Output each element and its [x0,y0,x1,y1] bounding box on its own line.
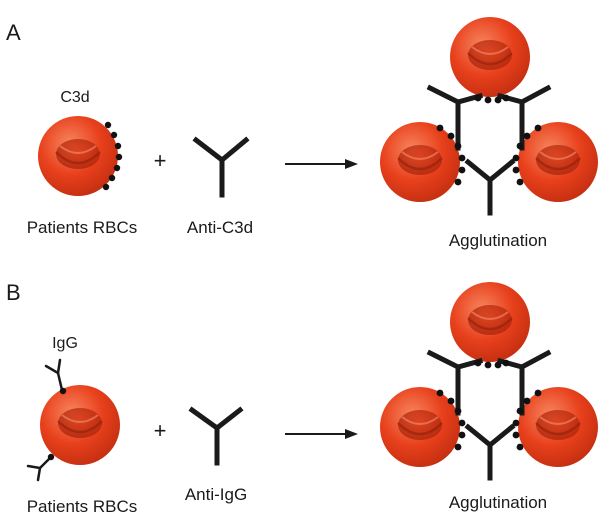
panel-b-plus: + [154,418,167,443]
panel-b-antibody-icon [188,406,244,466]
panel-a-antigen-label: C3d [60,89,89,106]
panel-b-antigen-label: IgG [52,335,78,352]
c3d-dots [102,121,123,191]
panel-a-antibody-icon [192,136,250,198]
panel-b-cells-label: Patients RBCs [27,497,138,516]
panel-b-result-label: Agglutination [449,493,547,512]
panel-b-label: B [6,280,21,305]
panel-b-agglutination [378,280,600,481]
panel-b: B IgG Patients RBCs + [6,280,600,516]
panel-a-arrow-icon [285,159,358,169]
panel-a: A C3d Patients RBCs + Anti-C3d [6,15,600,250]
panel-a-c3d-dots [436,94,542,186]
panel-b-antibody-label: Anti-IgG [185,485,247,504]
panel-a-crosslink-antibodies [426,84,552,216]
panel-b-patient-rbc [26,358,122,482]
panel-b-arrow-icon [285,429,358,439]
panel-a-antibody-label: Anti-C3d [187,218,253,237]
panel-a-label: A [6,20,21,45]
panel-a-cells-label: Patients RBCs [27,218,138,237]
igg-antibody-icon [26,358,64,482]
panel-b-crosslink-antibodies [426,349,552,481]
panel-b-igg-dots [436,359,542,451]
panel-a-result-label: Agglutination [449,231,547,250]
panel-a-agglutination [378,15,600,216]
panel-a-patient-rbc [36,114,123,198]
panel-a-plus: + [154,148,167,173]
